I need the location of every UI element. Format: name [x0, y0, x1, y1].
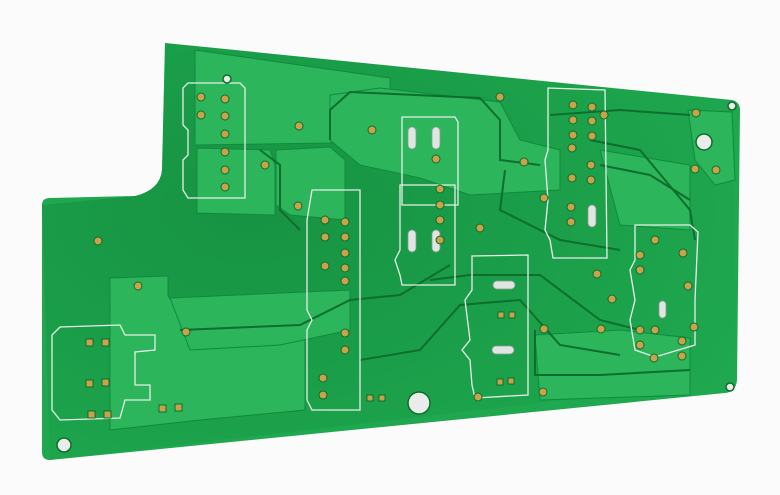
copper-traces [179, 90, 696, 376]
mounting-holes [56, 74, 737, 453]
smd-pads [85, 311, 516, 419]
milled-slots [407, 126, 667, 355]
plated-through-holes [93, 92, 721, 402]
silkscreen-outlines [51, 82, 699, 421]
